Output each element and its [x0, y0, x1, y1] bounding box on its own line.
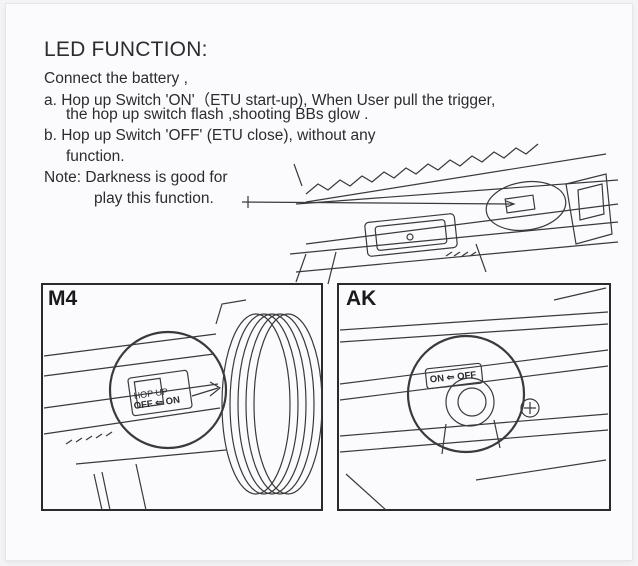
m4-label: M4: [48, 287, 78, 310]
m4-hopup-text: HOP UP: [133, 386, 168, 401]
instruction-line: the hop up switch flash ,shooting BBs gl…: [66, 106, 369, 123]
ak-label: AK: [346, 287, 377, 310]
instruction-line: a. Hop up Switch 'ON'（ETU start-up), Whe…: [44, 92, 496, 109]
receiver-drawing: HOP UP OFF ⇐ ON ON ⇐ OFF: [41, 143, 619, 511]
section-title: LED FUNCTION:: [44, 38, 208, 61]
ak-panel: [337, 283, 611, 511]
note-line: play this function.: [94, 190, 214, 207]
ak-switch-text: ON ⇐ OFF: [429, 370, 477, 386]
instruction-line: function.: [66, 148, 125, 165]
instruction-sheet: LED FUNCTION: Connect the battery , a. H…: [6, 4, 632, 560]
m4-panel: [41, 283, 323, 511]
instruction-line: b. Hop up Switch 'OFF' (ETU close), with…: [44, 127, 376, 144]
note-line: Note: Darkness is good for: [44, 169, 228, 186]
instruction-line: Connect the battery ,: [44, 70, 188, 87]
